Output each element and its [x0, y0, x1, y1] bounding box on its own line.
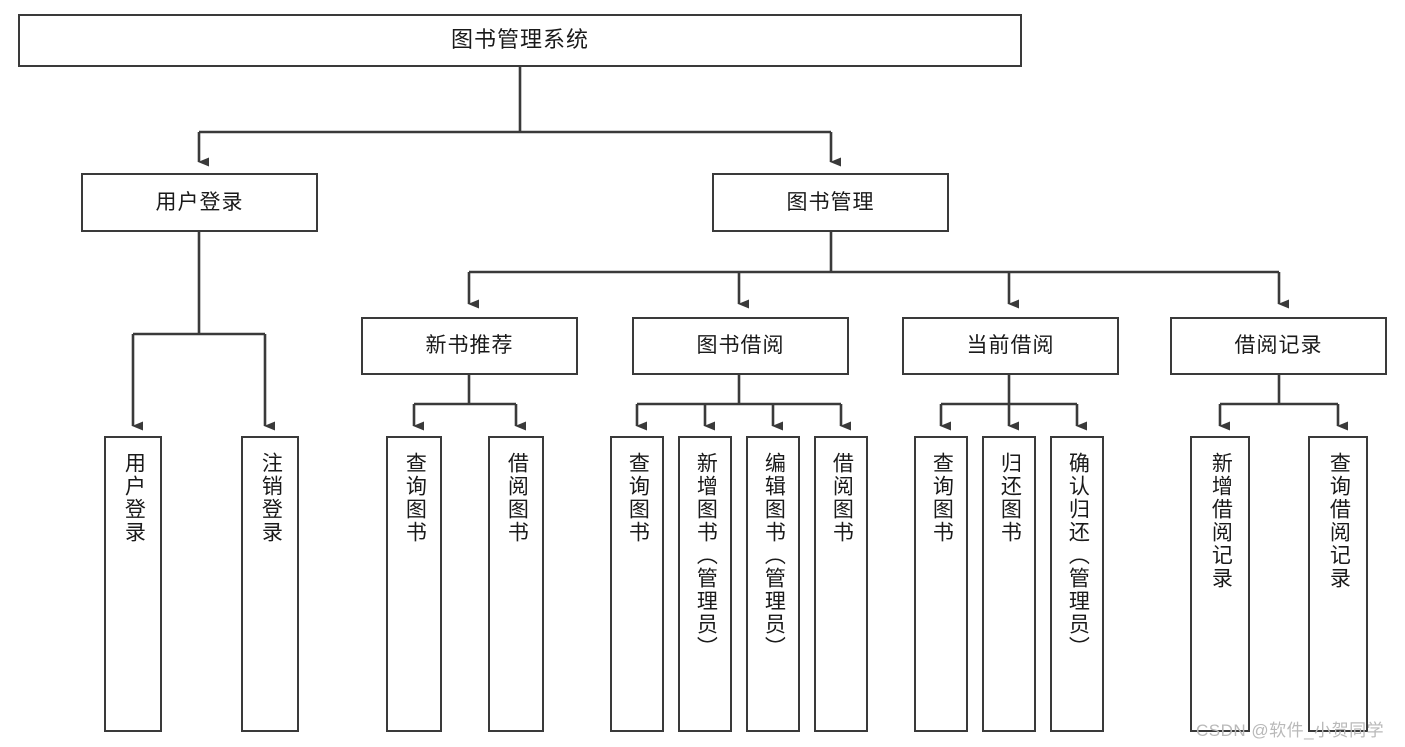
leaf-label: 确认归还（管理员）: [1066, 452, 1090, 659]
leaf-label: 编辑图书（管理员）: [762, 452, 786, 659]
leaf-label: 借阅图书: [830, 452, 854, 544]
leaf-label: 注销登录: [259, 452, 283, 544]
leaf-current-borrow-return[interactable]: 归还图书: [982, 436, 1036, 732]
leaf-new-book-query[interactable]: 查询图书: [386, 436, 442, 732]
node-book-management[interactable]: 图书管理: [712, 173, 949, 232]
leaf-new-book-borrow[interactable]: 借阅图书: [488, 436, 544, 732]
leaf-label: 新增借阅记录: [1209, 452, 1233, 590]
leaf-user-login-login[interactable]: 用户登录: [104, 436, 162, 732]
node-borrow-record-label: 借阅记录: [1234, 334, 1323, 358]
node-user-login-label: 用户登录: [155, 190, 244, 214]
leaf-book-borrow-query[interactable]: 查询图书: [610, 436, 664, 732]
leaf-user-login-logout[interactable]: 注销登录: [241, 436, 299, 732]
leaf-book-borrow-borrow[interactable]: 借阅图书: [814, 436, 868, 732]
node-current-borrow[interactable]: 当前借阅: [902, 317, 1119, 375]
node-current-borrow-label: 当前借阅: [966, 334, 1055, 358]
leaf-label: 归还图书: [998, 452, 1022, 544]
node-root-label: 图书管理系统: [450, 27, 589, 53]
leaf-book-borrow-add[interactable]: 新增图书（管理员）: [678, 436, 732, 732]
leaf-current-borrow-confirm-return[interactable]: 确认归还（管理员）: [1050, 436, 1104, 732]
node-borrow-record[interactable]: 借阅记录: [1170, 317, 1387, 375]
node-book-management-label: 图书管理: [786, 190, 875, 214]
leaf-label: 借阅图书: [505, 452, 529, 544]
leaf-borrow-record-query[interactable]: 查询借阅记录: [1308, 436, 1368, 732]
leaf-label: 查询借阅记录: [1327, 452, 1351, 590]
node-root[interactable]: 图书管理系统: [18, 14, 1022, 67]
node-book-borrow[interactable]: 图书借阅: [632, 317, 849, 375]
leaf-label: 新增图书（管理员）: [694, 452, 718, 659]
csdn-watermark: CSDN @软件_小贺同学: [1196, 721, 1385, 740]
leaf-borrow-record-add[interactable]: 新增借阅记录: [1190, 436, 1250, 732]
node-new-book-recommend[interactable]: 新书推荐: [361, 317, 578, 375]
node-user-login[interactable]: 用户登录: [81, 173, 318, 232]
node-new-book-recommend-label: 新书推荐: [425, 334, 514, 358]
leaf-book-borrow-edit[interactable]: 编辑图书（管理员）: [746, 436, 800, 732]
leaf-label: 查询图书: [930, 452, 954, 544]
leaf-current-borrow-query[interactable]: 查询图书: [914, 436, 968, 732]
node-book-borrow-label: 图书借阅: [696, 334, 785, 358]
leaf-label: 查询图书: [403, 452, 427, 544]
leaf-label: 用户登录: [122, 452, 146, 544]
leaf-label: 查询图书: [626, 452, 650, 544]
